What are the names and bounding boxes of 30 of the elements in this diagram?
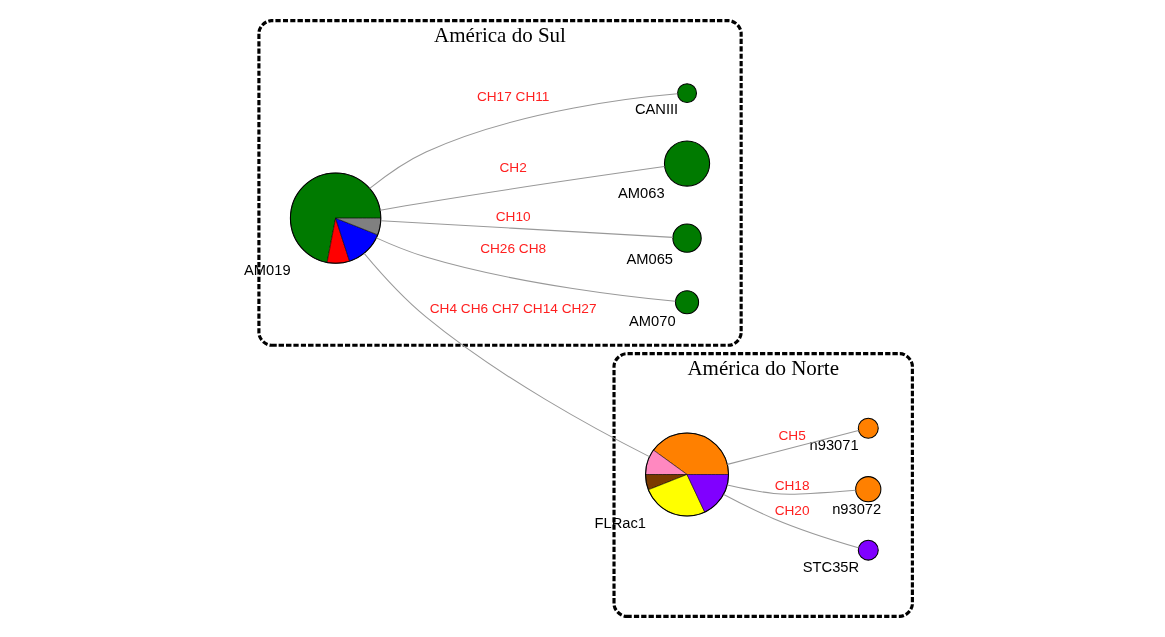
edge-label: CH17 CH11: [476, 88, 550, 104]
node-label: n93071: [809, 437, 859, 454]
node-label: AM063: [618, 184, 665, 201]
edge-label: CH2: [499, 160, 527, 176]
edge-label: CH26 CH8: [480, 241, 547, 257]
node-label: AM070: [629, 312, 676, 329]
edge-label: CH5: [778, 428, 806, 444]
node-label: CANIII: [634, 101, 679, 118]
node-circle: [672, 223, 702, 253]
connector: [379, 166, 665, 211]
connector: [726, 484, 856, 495]
node-circle: [677, 83, 697, 104]
connector: [369, 93, 679, 189]
node-circle: [674, 290, 700, 315]
node-circle: [857, 539, 879, 561]
connector: [363, 252, 650, 458]
connector: [726, 430, 860, 465]
connector: [380, 220, 674, 238]
connector: [375, 237, 676, 302]
edge-label: CH4 CH6 CH7 CH14 CH27: [429, 301, 597, 317]
edge-label: CH10: [495, 208, 531, 224]
node-circle: [855, 476, 882, 503]
connector: [723, 493, 859, 549]
node-label: n93072: [832, 500, 882, 517]
edge-label: CH18: [774, 477, 810, 493]
edge-label: CH20: [774, 502, 810, 518]
node-label: AM065: [626, 251, 674, 268]
node-circle: [663, 140, 711, 187]
node-circle: [857, 417, 879, 439]
node-label: STC35R: [802, 558, 860, 575]
